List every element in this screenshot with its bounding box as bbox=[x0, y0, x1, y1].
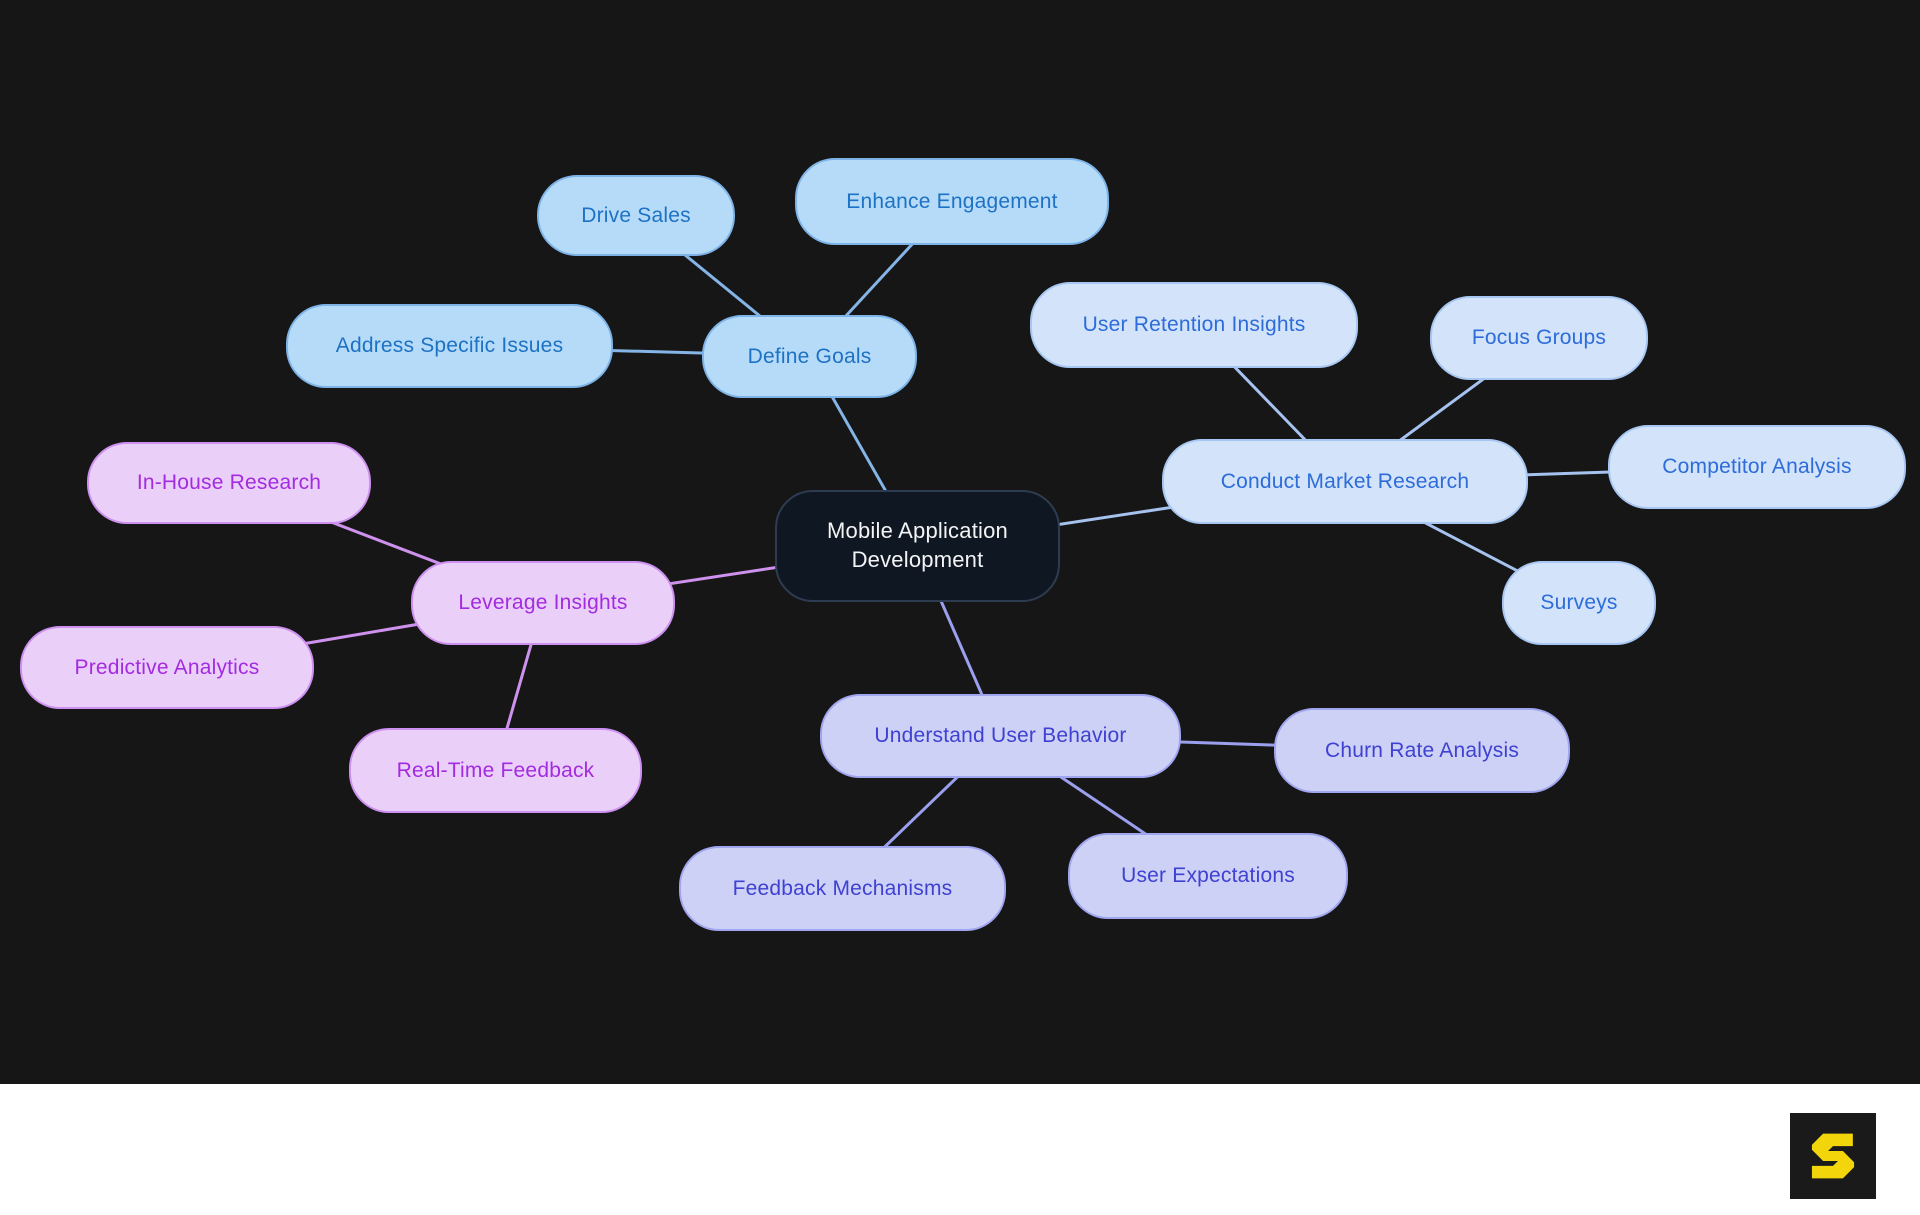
node-drive-sales: Drive Sales bbox=[537, 175, 735, 256]
node-address-specific-issues: Address Specific Issues bbox=[286, 304, 613, 388]
node-in-house-research: In-House Research bbox=[87, 442, 371, 524]
node-predictive-analytics: Predictive Analytics bbox=[20, 626, 314, 709]
node-churn-rate-analysis: Churn Rate Analysis bbox=[1274, 708, 1570, 793]
node-user-retention-insights: User Retention Insights bbox=[1030, 282, 1358, 368]
node-focus-groups: Focus Groups bbox=[1430, 296, 1648, 380]
node-leverage-insights: Leverage Insights bbox=[411, 561, 675, 645]
node-competitor-analysis: Competitor Analysis bbox=[1608, 425, 1906, 509]
s-logo-icon bbox=[1811, 1133, 1855, 1179]
node-center-root: Mobile Application Development bbox=[775, 490, 1060, 602]
node-surveys: Surveys bbox=[1502, 561, 1656, 645]
node-define-goals: Define Goals bbox=[702, 315, 917, 398]
node-user-expectations: User Expectations bbox=[1068, 833, 1348, 919]
node-feedback-mechanisms: Feedback Mechanisms bbox=[679, 846, 1006, 931]
brand-logo bbox=[1790, 1113, 1876, 1199]
node-understand-user-behavior: Understand User Behavior bbox=[820, 694, 1181, 778]
node-enhance-engagement: Enhance Engagement bbox=[795, 158, 1109, 245]
node-conduct-market-research: Conduct Market Research bbox=[1162, 439, 1528, 524]
node-real-time-feedback: Real-Time Feedback bbox=[349, 728, 642, 813]
footer-bar bbox=[0, 1084, 1920, 1215]
